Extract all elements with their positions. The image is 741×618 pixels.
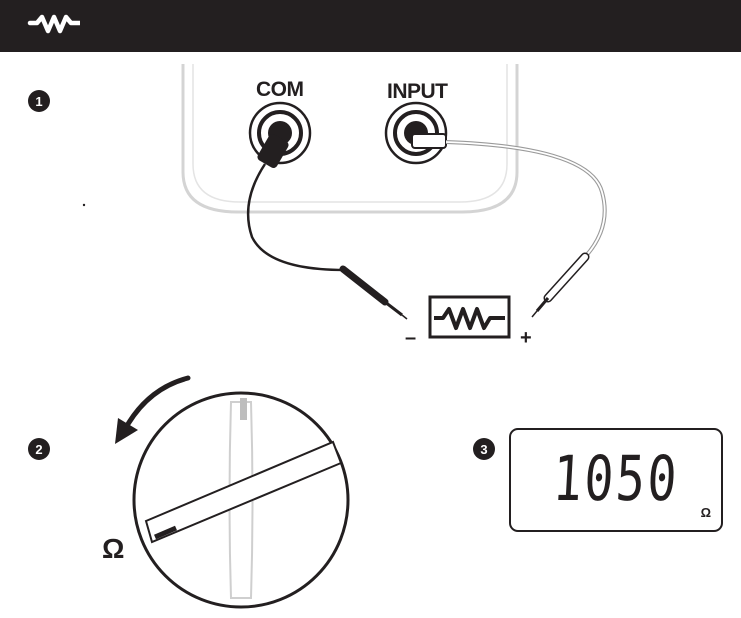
lcd-unit: Ω (700, 505, 711, 520)
meter-connection-diagram (82, 64, 607, 339)
instruction-area: 1 2 3 (0, 52, 741, 618)
step-3-badge: 3 (473, 438, 495, 460)
input-label: INPUT (387, 80, 448, 103)
ohm-symbol: Ω (102, 533, 125, 564)
step-2-badge: 2 (28, 438, 50, 460)
resistor-icon (428, 295, 511, 339)
dot-mark (82, 203, 86, 207)
header-bar (0, 0, 741, 52)
positive-sign: + (520, 327, 532, 349)
lcd-display: 1050 Ω (509, 428, 723, 532)
selector-knob[interactable] (132, 391, 350, 609)
resistor-logo-icon (27, 14, 80, 34)
black-test-lead (246, 133, 408, 320)
red-test-lead (411, 133, 607, 318)
step-1-badge: 1 (28, 90, 50, 112)
negative-sign: – (405, 327, 417, 349)
lcd-reading: 1050 (551, 442, 681, 515)
meter-body (181, 64, 519, 214)
com-label: COM (256, 78, 304, 101)
